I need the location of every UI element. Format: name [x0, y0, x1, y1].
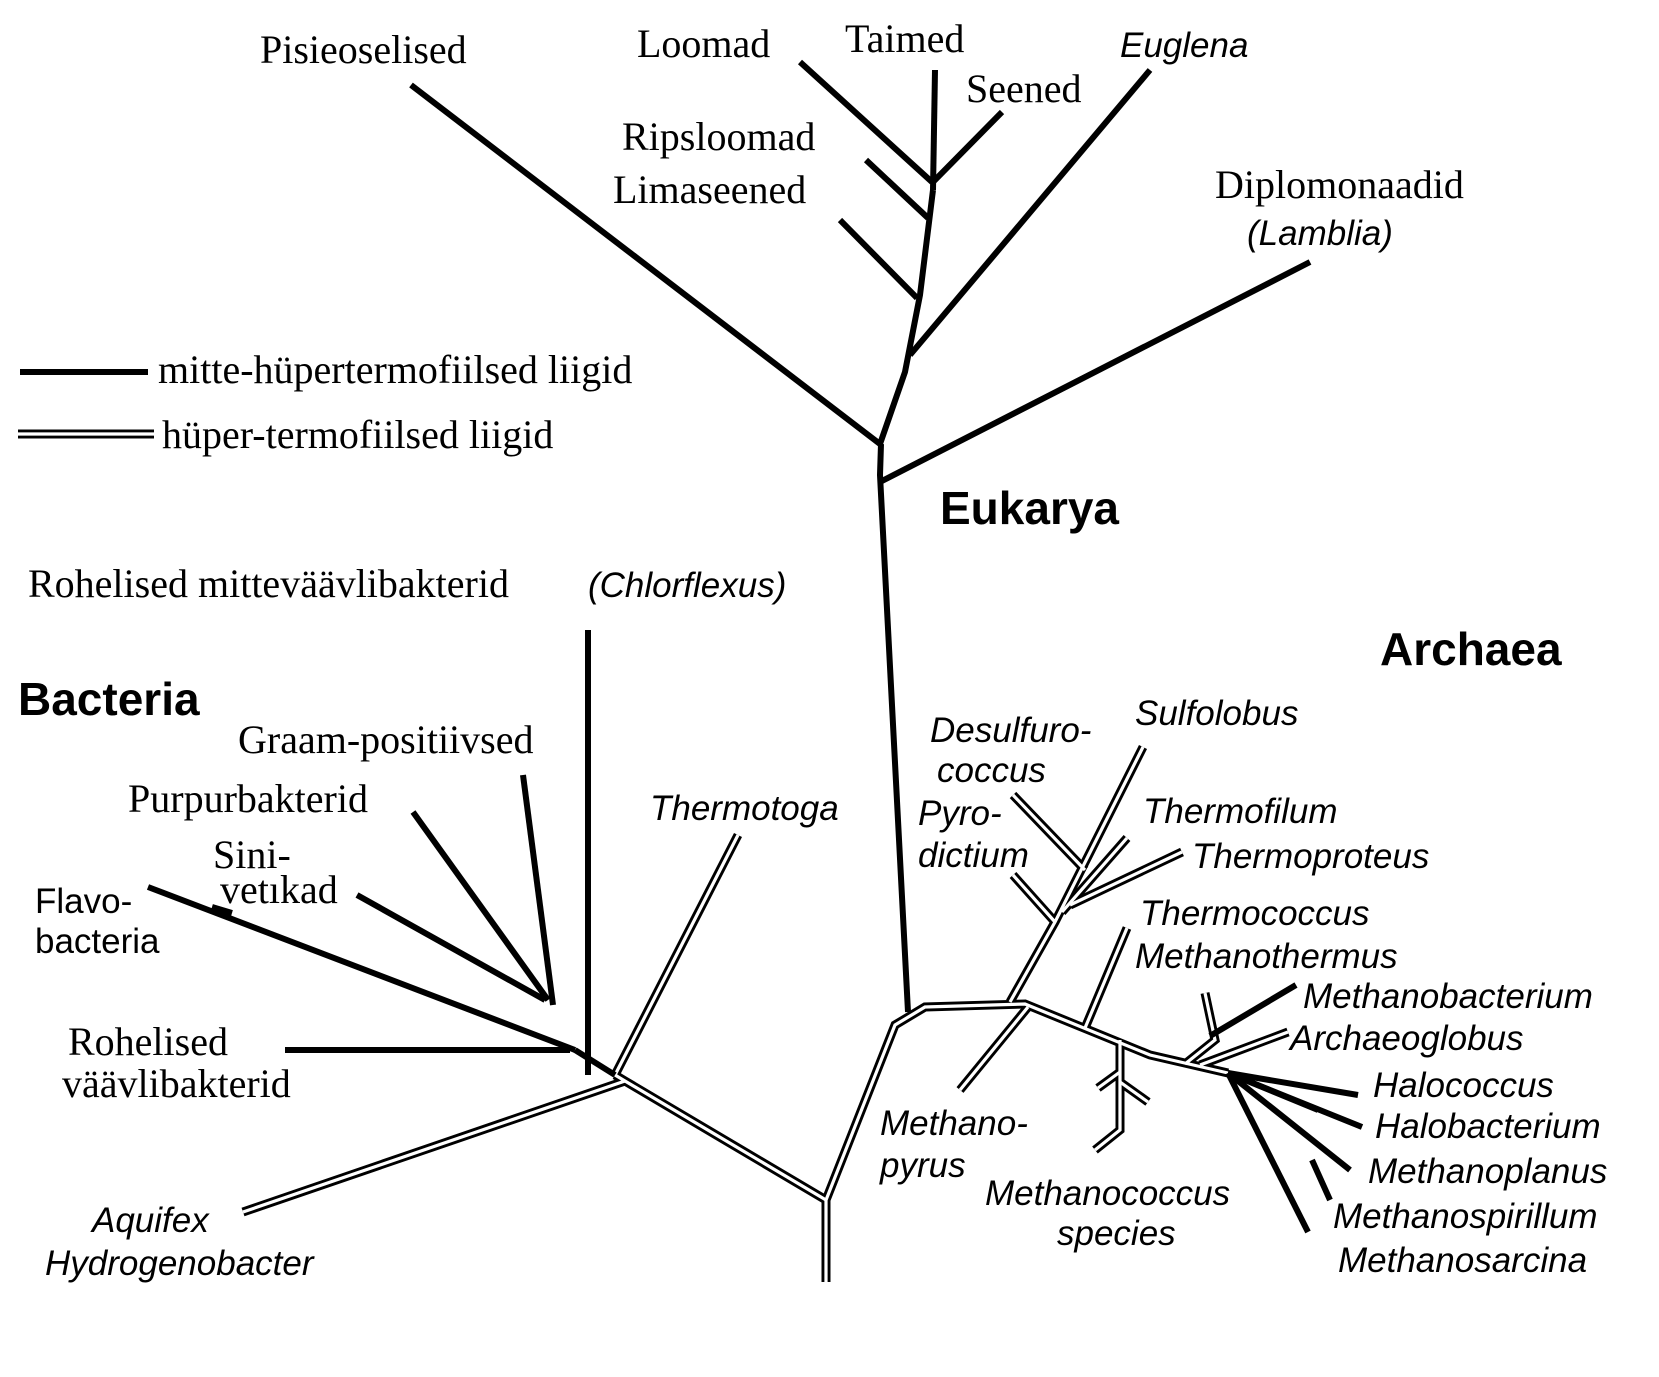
- label-methanospirillum: Methanospirillum: [1333, 1197, 1598, 1236]
- label-halococcus: Halococcus: [1373, 1066, 1554, 1105]
- branch-pisieoselised: [409, 82, 882, 447]
- label-desulfurococcus-2: coccus: [937, 751, 1046, 790]
- branch-sinivetikad-tip: [211, 904, 233, 916]
- label-methanococcus-1: Methanococcus: [985, 1174, 1230, 1213]
- label-flavobacteria-1: Flavo-: [35, 882, 132, 921]
- branch-purpurbakterid: [410, 810, 551, 1002]
- label-rohelised-vaavlibakterid-1: Rohelised: [68, 1019, 228, 1064]
- label-flavobacteria-2: bacteria: [35, 922, 160, 961]
- branch-methanobacterium: [1208, 982, 1298, 1039]
- branch-halo-stem: [1226, 1070, 1320, 1113]
- label-desulfurococcus-1: Desulfuro-: [930, 711, 1091, 750]
- eukarya-branches: [409, 59, 1312, 1013]
- label-rohelised-mittevaavlibakterid: Rohelised mitteväävlibakterid: [28, 561, 509, 606]
- label-chlorflexus: (Chlorflexus): [588, 566, 786, 605]
- domain-archaea: Archaea: [1380, 623, 1562, 675]
- label-limaseened: Limaseened: [613, 167, 806, 212]
- label-thermococcus: Thermococcus: [1140, 894, 1370, 933]
- label-sulfolobus: Sulfolobus: [1135, 694, 1298, 733]
- label-sinivetikad-2: vetıkad: [220, 867, 338, 912]
- branch-loomad: [797, 59, 935, 185]
- branch-sinivetikad: [355, 892, 547, 1003]
- branch-flavobacteria: [146, 884, 577, 1053]
- label-aquifex: Aquifex: [90, 1201, 210, 1240]
- label-purpurbakterid: Purpurbakterid: [128, 776, 368, 821]
- archaea-thick-branches: [1208, 982, 1364, 1234]
- bacteria-branches: [146, 630, 617, 1078]
- label-methanococcus-2: species: [1057, 1214, 1176, 1253]
- label-methanopyrus-1: Methano-: [880, 1104, 1028, 1143]
- label-methanothermus: Methanothermus: [1135, 937, 1398, 976]
- branch-bacteria-node: [573, 1047, 617, 1078]
- label-hydrogenobacter: Hydrogenobacter: [45, 1244, 315, 1283]
- domain-bacteria: Bacteria: [18, 673, 200, 725]
- label-ripsloomad: Ripsloomad: [622, 114, 815, 159]
- label-pyrodictium-1: Pyro-: [918, 794, 1002, 833]
- label-lamblia: (Lamblia): [1247, 214, 1393, 253]
- label-methanopyrus-2: pyrus: [879, 1146, 966, 1185]
- hyperthermophilic-branches: [241, 744, 1290, 1282]
- label-graam-positiivsed: Graam-positiivsed: [238, 717, 534, 762]
- eukarya-stem: [876, 443, 911, 1013]
- label-loomad: Loomad: [637, 21, 770, 66]
- domain-eukarya: Eukarya: [940, 482, 1119, 534]
- label-archaeoglobus: Archaeoglobus: [1288, 1019, 1524, 1058]
- branch-limaseened: [837, 217, 920, 301]
- label-methanoplanus: Methanoplanus: [1368, 1152, 1607, 1191]
- branch-methanoplanus: [1226, 1070, 1352, 1173]
- branch-diplomonaadid: [878, 259, 1312, 485]
- branch-eukarya-crown-stem: [877, 189, 936, 445]
- label-thermofilum: Thermofilum: [1143, 792, 1337, 831]
- label-seened: Seened: [966, 66, 1082, 111]
- legend-label-hyperthermophilic: hüper-termofiilsed liigid: [162, 412, 553, 457]
- label-taimed: Taimed: [845, 16, 964, 61]
- label-sinivetikad-1: Sini-: [213, 832, 291, 877]
- label-thermoproteus: Thermoproteus: [1192, 837, 1429, 876]
- branch-graam-positiivsed: [520, 774, 556, 1006]
- branch-taimed: [930, 69, 938, 191]
- branch-seened: [930, 109, 1005, 185]
- branch-euglena: [907, 68, 1153, 357]
- label-halobacterium: Halobacterium: [1375, 1107, 1601, 1146]
- legend: mitte-hüpertermofiilsed liigid hüper-ter…: [18, 347, 632, 457]
- label-diplomonaadid: Diplomonaadid: [1215, 162, 1464, 207]
- branch-halococcus: [1227, 1070, 1359, 1098]
- label-methanobacterium: Methanobacterium: [1303, 977, 1593, 1016]
- branch-methanospirillum: [1225, 1071, 1311, 1234]
- label-pyrodictium-2: dictium: [918, 836, 1029, 875]
- label-pisieoselised: Pisieoselised: [260, 27, 467, 72]
- legend-label-non-hyperthermophilic: mitte-hüpertermofiilsed liigid: [158, 347, 632, 392]
- label-methanosarcina: Methanosarcina: [1338, 1241, 1587, 1280]
- label-rohelised-vaavlibakterid-2: väävlibakterid: [62, 1061, 291, 1106]
- branch-ripsloomad: [863, 157, 931, 221]
- label-thermotoga: Thermotoga: [650, 789, 839, 828]
- label-euglena: Euglena: [1120, 26, 1248, 65]
- branch-methanospirillum-twig: [1309, 1158, 1333, 1202]
